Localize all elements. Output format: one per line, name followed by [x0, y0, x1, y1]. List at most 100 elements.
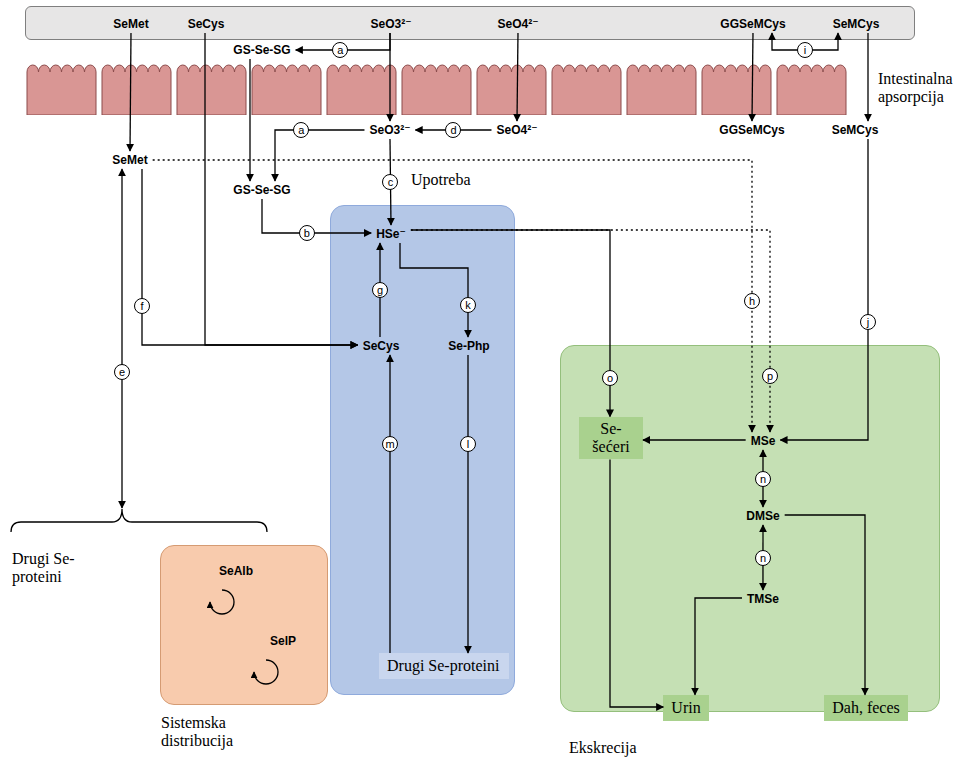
compound-name: Se-Php: [448, 339, 489, 353]
step-letter: l: [467, 438, 469, 450]
step-circle: e: [114, 364, 130, 380]
compound-label: SeCys: [358, 337, 405, 355]
compound-name: SeCys: [188, 17, 225, 31]
compound-label: GS-Se-SG: [228, 181, 295, 199]
step-letter: p: [767, 370, 773, 382]
step-circle: f: [134, 298, 150, 314]
flow-arrow: [142, 169, 358, 345]
step-circle: c: [382, 174, 398, 190]
compound-name: GGSeMCys: [720, 17, 785, 31]
section-label: Intestinalna apsorpcija: [878, 70, 968, 107]
step-circle: h: [744, 293, 760, 309]
step-letter: o: [607, 372, 613, 384]
step-circle: g: [372, 282, 388, 298]
compound-label: SeMCys: [827, 121, 884, 139]
text-holder: Se-šećeri: [582, 420, 640, 457]
step-circle: a: [332, 42, 348, 58]
caption-text: Se-šećeri: [582, 420, 640, 457]
compound-label: SeCys: [183, 15, 230, 33]
flow-arrow: [517, 33, 518, 121]
text-holder: Drugi Se-proteini: [12, 550, 92, 587]
step-letter: n: [760, 473, 766, 485]
output-box: Dah, feces: [824, 695, 908, 721]
compound-label: SelP: [265, 632, 301, 650]
step-circle: d: [445, 122, 461, 138]
text-holder: HSe⁻: [376, 227, 406, 241]
step-letter: e: [119, 366, 125, 378]
protein-box: Drugi Se-proteini: [379, 653, 509, 679]
text-holder: SeO4²⁻: [496, 123, 537, 137]
step-letter: a: [337, 44, 343, 56]
compound-name: SeCys: [363, 339, 400, 353]
text-holder: SeMet: [112, 153, 147, 167]
compound-label: GS-Se-SG: [228, 41, 295, 59]
text-holder: GGSeMCys: [719, 123, 784, 137]
step-circle: i: [797, 42, 813, 58]
step-letter: k: [465, 299, 471, 311]
step-letter: c: [388, 176, 394, 188]
compound-name: SeMCys: [833, 17, 880, 31]
flow-arrow: [275, 130, 364, 181]
flow-arrow: [121, 169, 122, 508]
text-holder: Upotreba: [411, 171, 511, 189]
compound-name: SeO4²⁻: [497, 17, 538, 31]
flow-arrow: [467, 355, 468, 653]
text-holder: SeMCys: [832, 123, 879, 137]
compound-name: SeMCys: [832, 123, 879, 137]
compound-label: DMSe: [741, 507, 784, 525]
text-holder: SeO3²⁻: [370, 17, 411, 31]
compound-name: SeMet: [112, 153, 147, 167]
step-letter: a: [298, 124, 304, 136]
text-holder: Urin: [671, 699, 700, 717]
compound-label: SeO4²⁻: [491, 121, 542, 139]
text-holder: SeCys: [363, 339, 400, 353]
text-holder: Se-Php: [448, 339, 489, 353]
text-holder: SelP: [270, 634, 296, 648]
compound-label: SeO3²⁻: [365, 15, 416, 33]
step-letter: m: [385, 438, 394, 450]
step-circle: p: [762, 368, 778, 384]
utilization-region: UpotrebaHSe⁻SeCysSe-PhpDrugi Se-proteini: [330, 205, 515, 695]
flow-arrow: [752, 33, 753, 121]
compound-label: SeO3²⁻: [364, 121, 415, 139]
text-holder: SeAlb: [219, 564, 253, 578]
step-letter: i: [804, 44, 806, 56]
caption-text: Urin: [671, 699, 700, 717]
text-holder: SeO4²⁻: [497, 17, 538, 31]
caption-text: Drugi Se-proteini: [12, 550, 92, 587]
step-letter: n: [760, 552, 766, 564]
compound-label: SeMet: [107, 151, 152, 169]
step-circle: l: [460, 436, 476, 452]
compound-name: TMSe: [747, 592, 779, 606]
compound-name: GS-Se-SG: [233, 183, 290, 197]
compound-name: SeO4²⁻: [496, 123, 537, 137]
text-holder: DMSe: [746, 509, 779, 523]
compound-label: SeO4²⁻: [492, 15, 543, 33]
flow-arrow: [130, 33, 131, 151]
flow-arrow: [389, 33, 390, 121]
compound-label: GGSeMCys: [714, 121, 789, 139]
text-holder: TMSe: [747, 592, 779, 606]
intestinal-villi: [25, 60, 850, 115]
text-holder: Dah, feces: [832, 699, 900, 717]
caption-text: Dah, feces: [832, 699, 900, 717]
compound-name: SelP: [270, 634, 296, 648]
compound-label: SeMet: [108, 15, 153, 33]
text-holder: Sistemska distribucija: [161, 714, 271, 751]
step-circle: b: [299, 225, 315, 241]
lumen-band: SeMet SeCys SeO3²⁻ SeO4²⁻ GGSeMCys SeMCys: [25, 6, 915, 40]
flow-arrow: [389, 355, 390, 653]
caption-text: Sistemska distribucija: [161, 714, 271, 751]
step-circle: o: [602, 370, 618, 386]
flow-arrow: [643, 439, 746, 440]
compound-name: SeO3²⁻: [369, 123, 410, 137]
step-circle: m: [382, 436, 398, 452]
caption-text: Ekskrecija: [569, 739, 699, 757]
compound-name: SeMet: [113, 17, 148, 31]
step-circle: n: [755, 550, 771, 566]
